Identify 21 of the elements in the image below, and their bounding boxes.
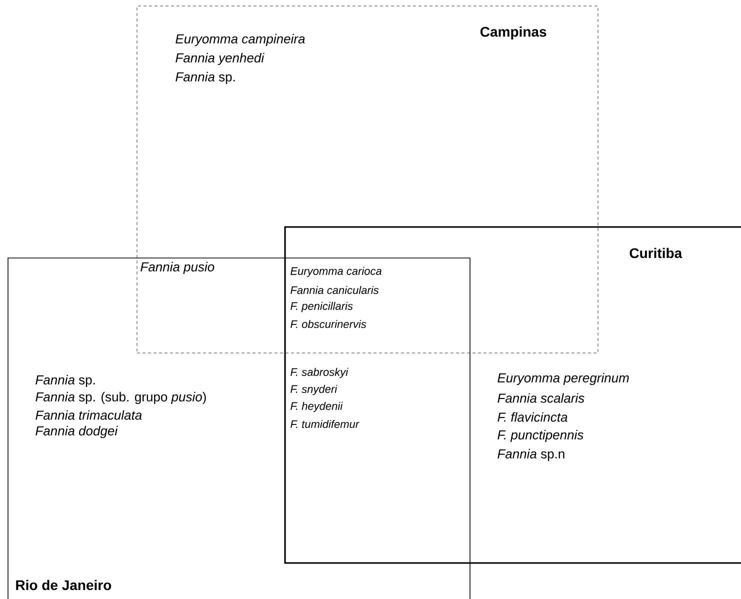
species-name: F. penicillaris xyxy=(290,302,353,312)
species-name: F. punctipennis xyxy=(498,430,584,442)
species-name: F. obscurinervis xyxy=(290,320,366,328)
species-name: Euryomma peregrinum xyxy=(498,372,629,386)
species-name: F. heydenii xyxy=(290,402,343,412)
species-name: Fannia sp. xyxy=(36,374,95,388)
species-name: F. sabroskyi xyxy=(290,368,348,378)
species-name: Fannia canicularis xyxy=(290,286,379,294)
species-name: Fannia yenhedi xyxy=(176,52,264,66)
species-name: Fannia pusio xyxy=(140,262,214,274)
species-name: F. flavicincta xyxy=(498,412,568,422)
species-name: Fannia sp. (sub. grupo pusio) xyxy=(36,392,206,404)
species-name: Fannia sp.n xyxy=(498,448,564,462)
species-name: Euryomma campineira xyxy=(176,34,305,46)
species-name: Fannia dodgei xyxy=(36,426,118,438)
species-name: Fannia scalaris xyxy=(498,393,584,403)
species-name: Fannia sp. xyxy=(176,72,235,84)
species-name: F. tumidifemur xyxy=(290,420,360,428)
species-name: F. snyderi xyxy=(290,384,338,396)
species-name: Fannia trimaculata xyxy=(36,410,142,420)
species-name: Euryomma carioca xyxy=(290,266,382,278)
